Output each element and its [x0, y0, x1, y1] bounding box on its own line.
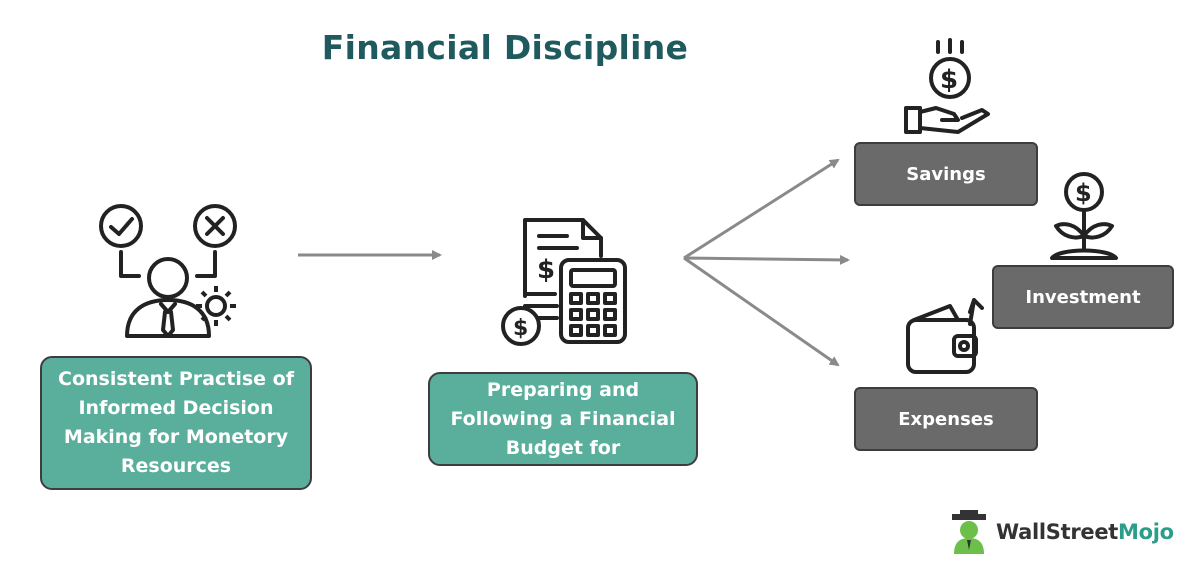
arrow-to-expenses [683, 256, 840, 367]
svg-text:$: $ [940, 65, 958, 95]
logo-part1: WallStreet [996, 520, 1119, 544]
expenses-wallet-icon [906, 298, 984, 374]
investment-box: Investment [992, 265, 1174, 329]
svg-text:$: $ [513, 316, 528, 341]
svg-text:$: $ [1075, 179, 1092, 207]
svg-text:$: $ [537, 255, 555, 285]
decision-making-box: Consistent Practise of Informed Decision… [40, 356, 312, 490]
diagram-title: Financial Discipline [321, 28, 689, 67]
decision-person-icon [99, 204, 237, 338]
arrow-to-investment [683, 254, 850, 265]
investment-plant-icon: $ [1050, 172, 1118, 260]
wallstreetmojo-logo-icon [952, 510, 986, 554]
logo-part2: Mojo [1118, 520, 1174, 544]
wallstreetmojo-logo-text: WallStreetMojo [996, 520, 1174, 544]
arrow-to-savings [683, 158, 840, 260]
savings-box: Savings [854, 142, 1038, 206]
savings-hand-coin-icon: $ [904, 38, 990, 134]
expenses-box: Expenses [854, 387, 1038, 451]
budget-box: Preparing and Following a Financial Budg… [428, 372, 698, 466]
budget-calculator-icon: $ $ [501, 218, 627, 346]
